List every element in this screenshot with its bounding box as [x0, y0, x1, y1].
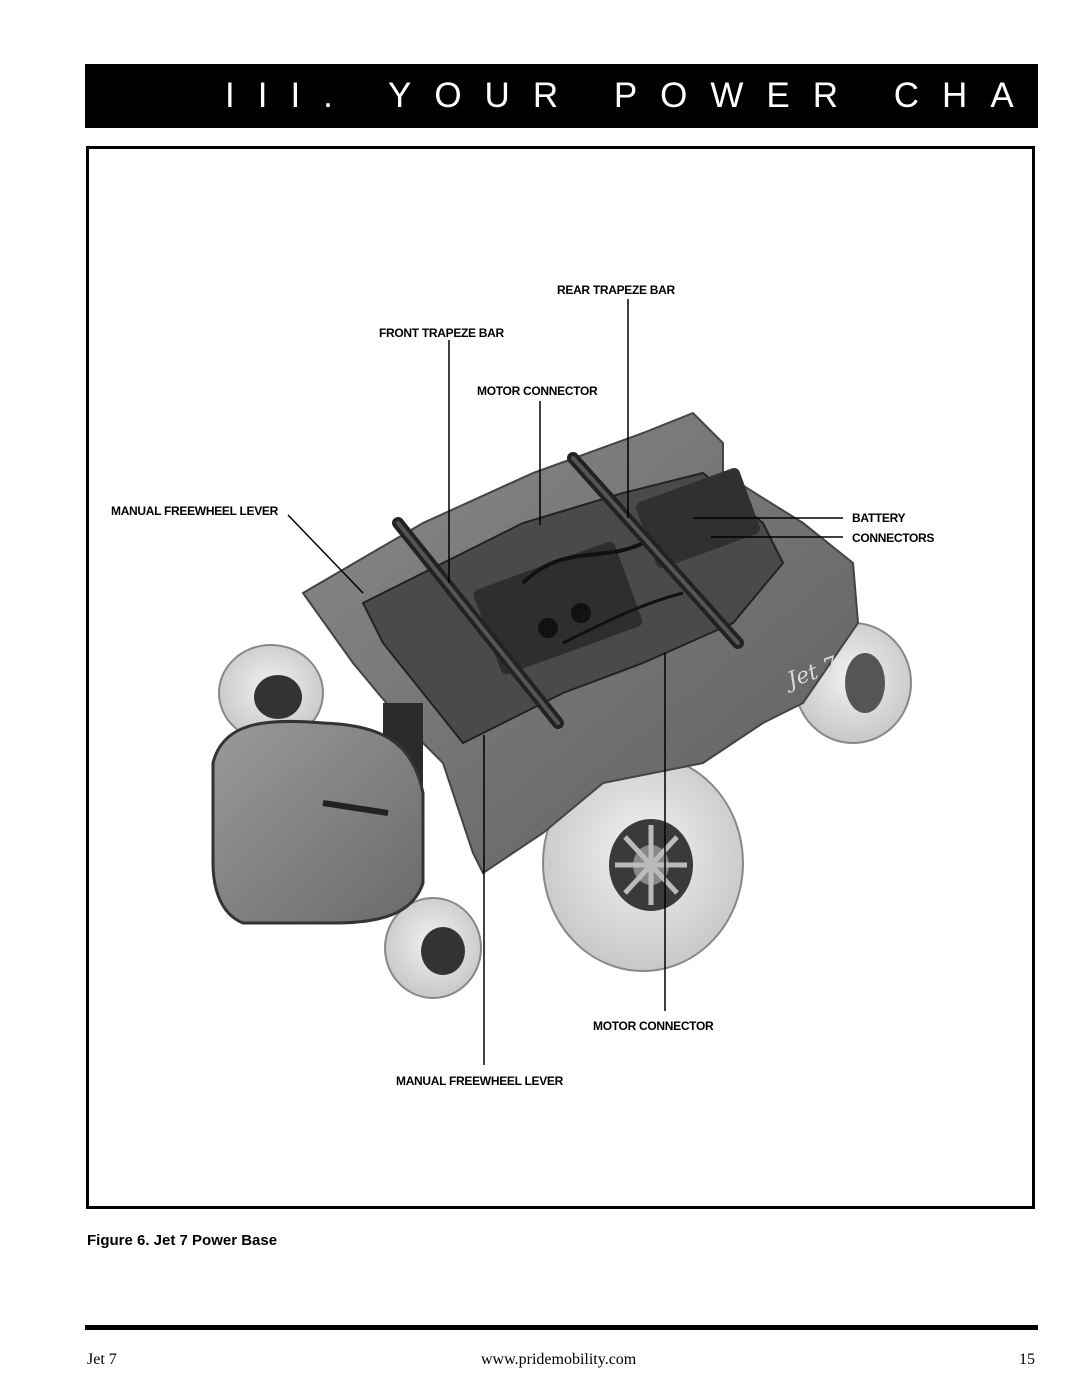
- power-base-illustration: Jet 7: [211, 299, 912, 1065]
- battery: [473, 541, 643, 675]
- front-caster-wheel-bottom: [384, 897, 482, 999]
- battery-label: BATTERY: [852, 511, 906, 525]
- motor-connector-top-label: MOTOR CONNECTOR: [477, 384, 598, 398]
- section-header-bar: III. YOUR POWER CHAIR: [85, 64, 1080, 128]
- manual-freewheel-lever-left-label: MANUAL FREEWHEEL LEVER: [111, 504, 278, 518]
- footplate: [211, 719, 425, 925]
- front-caster-wheel-left: [218, 644, 324, 742]
- connectors-label: CONNECTORS: [852, 531, 935, 545]
- front-trapeze-bar-label: FRONT TRAPEZE BAR: [379, 326, 504, 340]
- figure-caption: Figure 6. Jet 7 Power Base: [87, 1232, 278, 1249]
- rear-trapeze-bar-label: REAR TRAPEZE BAR: [557, 283, 675, 297]
- motor-connector-bottom-label: MOTOR CONNECTOR: [593, 1019, 714, 1033]
- footer-model: Jet 7: [87, 1351, 117, 1368]
- section-title: III. YOUR POWER CHAIR: [225, 76, 1080, 115]
- manual-freewheel-lever-bottom-label: MANUAL FREEWHEEL LEVER: [396, 1074, 563, 1088]
- drive-wheel: [542, 754, 744, 972]
- figure-frame: Jet 7 REAR TRAPEZE BAR FRONT TRAPEZE BAR…: [86, 146, 1035, 1209]
- page-number: 15: [1019, 1351, 1035, 1368]
- leader-lines: [287, 299, 843, 1065]
- footer-rule: [85, 1325, 1038, 1330]
- footer-website: www.pridemobility.com: [481, 1351, 637, 1368]
